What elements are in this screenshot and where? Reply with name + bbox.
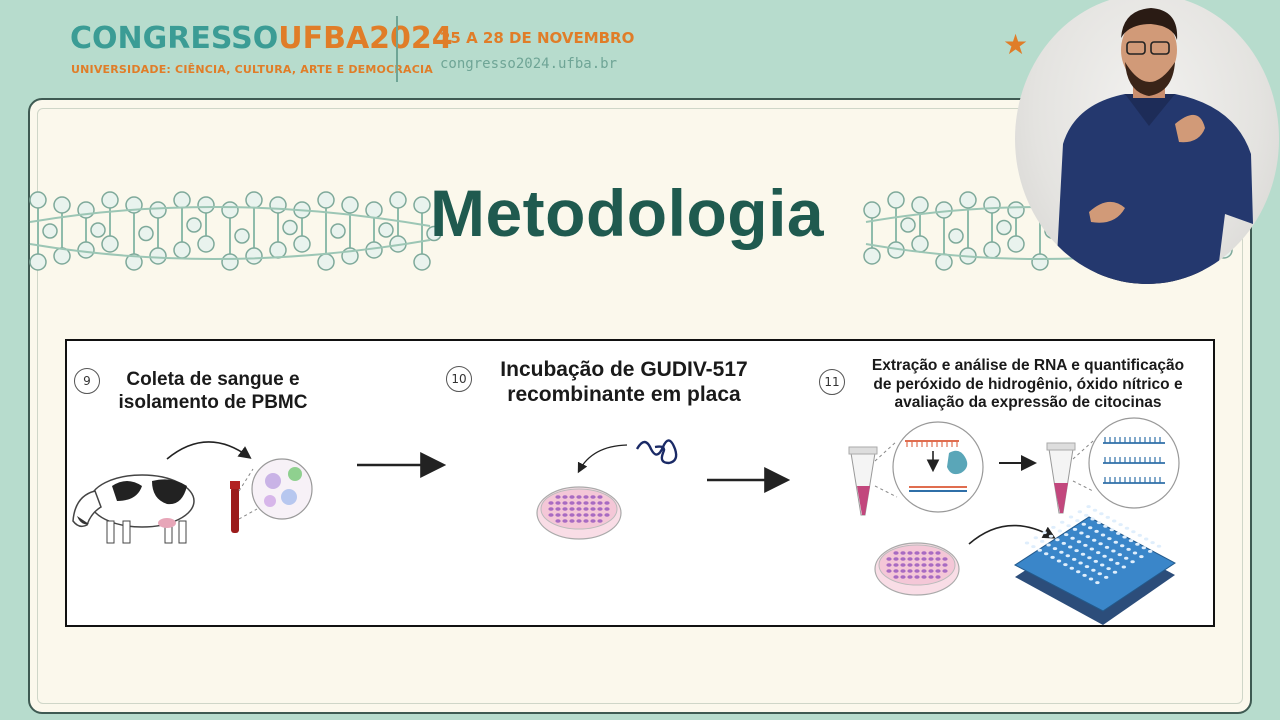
step-9-text: Coleta de sangue e isolamento de PBMC: [103, 369, 323, 415]
event-name-part1: CONGRESSO: [70, 21, 279, 56]
event-subtitle: UNIVERSIDADE: CIÊNCIA, CULTURA, ARTE E D…: [71, 63, 434, 76]
event-logo-title: CONGRESSOUFBA2024: [70, 24, 453, 54]
step-11-line3: avaliação da expressão de citocinas: [894, 394, 1162, 412]
step-11-line1: Extração e análise de RNA e quantificaçã…: [871, 357, 1185, 374]
step-9-line1: Coleta de sangue e: [126, 369, 300, 390]
slide-title: Metodologia: [430, 176, 825, 250]
methodology-diagram: 9 Coleta de sangue e isolamento de PBMC …: [65, 339, 1215, 627]
header-divider: [396, 16, 398, 82]
well-plate: [1014, 505, 1176, 625]
presenter-figure: [1055, 8, 1253, 284]
star-icon: ★: [1003, 29, 1029, 60]
step-11-text: Extração e análise de RNA e quantificaçã…: [847, 357, 1209, 413]
step-number-9: 9: [74, 368, 100, 394]
step-number-11: 11: [819, 369, 845, 395]
event-name-part2: UFBA2024: [278, 21, 453, 56]
step-11-line2: de peróxido de hidrogênio, óxido nítrico…: [873, 375, 1183, 393]
event-dates: 25 A 28 DE NOVEMBRO: [440, 29, 635, 47]
step-10-line2: recombinante em placa: [507, 383, 741, 407]
cow-illustration: [72, 474, 195, 544]
step-10-text: Incubação de GUDIV-517 recombinante em p…: [479, 357, 769, 407]
event-website: congresso2024.ufba.br: [440, 56, 618, 72]
presenter-video-overlay: [1015, 0, 1279, 284]
diagram-graphics: [72, 417, 1180, 625]
step-9-line2: isolamento de PBMC: [118, 391, 308, 413]
step-number-10: 10: [446, 366, 472, 392]
step-10-line1: Incubação de GUDIV-517: [500, 358, 748, 381]
